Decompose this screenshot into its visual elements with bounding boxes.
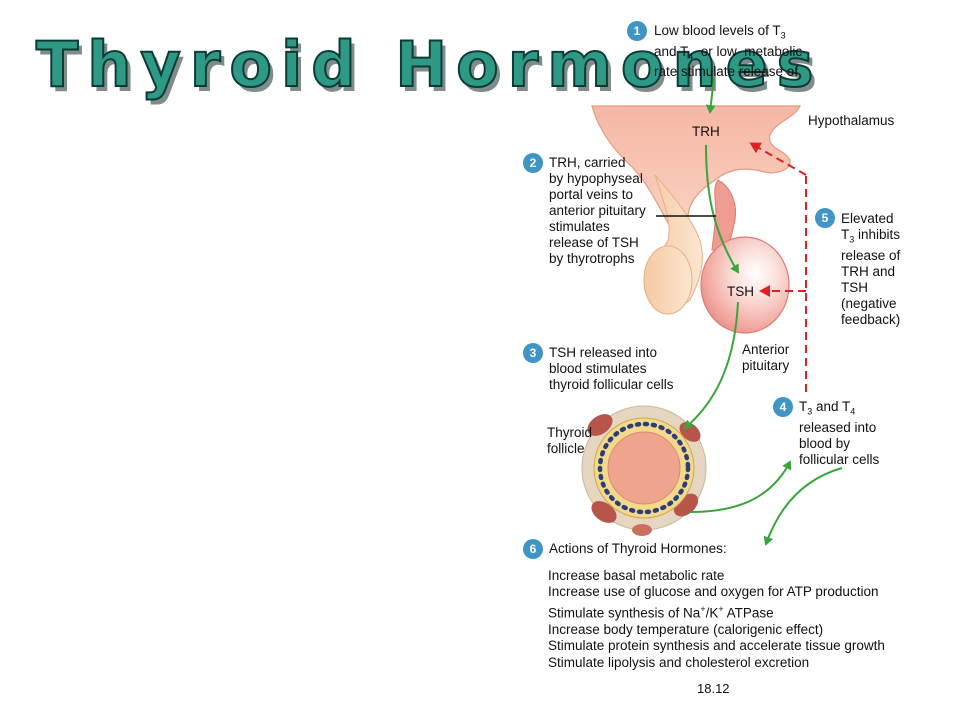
action-item: Stimulate protein synthesis and accelera… — [548, 638, 885, 654]
arrow-follicle-to-blood — [689, 460, 792, 513]
tsh-label: TSH — [727, 284, 754, 299]
arrow-blood-to-actions — [763, 467, 843, 546]
step-4-text: T3 and T4 released into blood by follicu… — [799, 399, 880, 467]
arrow-trh-to-tsh — [705, 144, 740, 274]
thyroid-actions-list: Increase basal metabolic rate Increase u… — [548, 568, 885, 671]
step-5-text: Elevated T3 inhibits release of TRH and … — [841, 211, 901, 327]
step-3-text: TSH released into blood stimulates thyro… — [549, 345, 674, 392]
step-6-heading: Actions of Thyroid Hormones: — [549, 541, 727, 556]
action-item: Stimulate lipolysis and cholesterol excr… — [548, 654, 810, 670]
posterior-pituitary-shape — [643, 245, 693, 315]
page-title: Thyroid Hormones — [35, 27, 823, 102]
trh-label: TRH — [692, 124, 720, 139]
arrow-low-t3-to-hypothalamus — [705, 77, 716, 114]
arrow-tsh-to-follicle — [683, 301, 739, 430]
step-5-badge: 5 — [815, 208, 835, 228]
step-6-badge: 6 — [523, 539, 543, 559]
thyroid-follicle-graphic — [581, 405, 707, 536]
thyroid-follicle-label: Thyroid follicle — [547, 425, 593, 456]
step-2-text: TRH, carried by hypophyseal portal veins… — [549, 155, 646, 266]
hypothalamus-shape — [591, 105, 801, 231]
anterior-pituitary-shape — [700, 236, 790, 334]
step-1-text: Low blood levels of T3 and T4 or low met… — [654, 23, 803, 80]
action-item: Increase body temperature (calorigenic e… — [548, 621, 824, 637]
feedback-arrow-to-hypothalamus — [749, 142, 807, 176]
step-4-badge: 4 — [773, 397, 793, 417]
action-item: Stimulate synthesis of Na+/K+ ATPase — [548, 603, 774, 621]
step-3-badge: 3 — [523, 343, 543, 363]
action-item: Increase basal metabolic rate — [548, 568, 725, 583]
action-item: Increase use of glucose and oxygen for A… — [548, 584, 879, 600]
figure-number: 18.12 — [697, 681, 730, 696]
anterior-pituitary-label: Anterior pituitary — [742, 342, 790, 373]
step-1-badge: 1 — [627, 21, 647, 41]
step-2-badge: 2 — [523, 153, 543, 173]
hypothalamus-label: Hypothalamus — [808, 113, 895, 128]
